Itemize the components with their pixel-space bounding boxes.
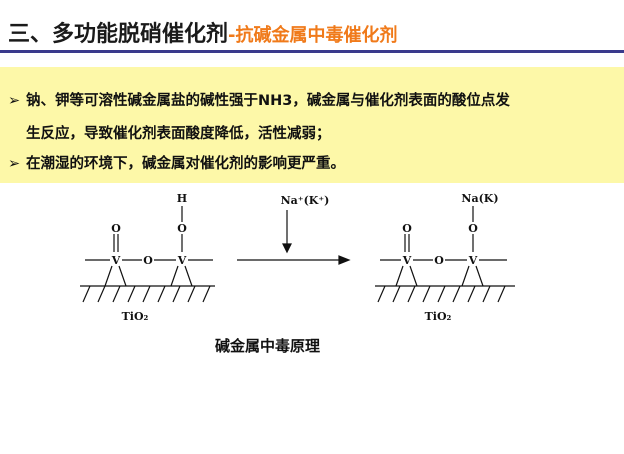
left-structure	[80, 206, 215, 303]
right-na-label: Na(K)	[461, 192, 498, 205]
right-o-top-label: O	[402, 222, 412, 235]
left-labels: H O O V O V TiO₂	[111, 192, 187, 323]
reaction-arrow	[237, 210, 351, 265]
right-structure	[375, 206, 515, 303]
bullet-text-1-cont: 生反应，导致催化剂表面酸度降低，活性减弱；	[26, 126, 331, 142]
title-divider	[0, 50, 624, 53]
bullet-box: ➢ 钠、钾等可溶性碱金属盐的碱性强于NH3，碱金属与催化剂表面的酸位点发 生反应，…	[0, 67, 624, 183]
right-o-ona-label: O	[468, 222, 478, 235]
right-v1-label: V	[402, 254, 412, 267]
left-h-label: H	[177, 192, 187, 205]
slide-title: 三、多功能脱硝催化剂-抗碱金属中毒催化剂	[8, 16, 398, 50]
left-v2-label: V	[177, 254, 187, 267]
right-support-label: TiO₂	[425, 310, 452, 323]
title-sub: -抗碱金属中毒催化剂	[228, 25, 398, 46]
left-v1-label: V	[111, 254, 121, 267]
right-o-bridge-label: O	[434, 254, 444, 267]
bullet-text-2: 在潮湿的环境下，碱金属对催化剂的影响更严重。	[26, 156, 345, 172]
bullet-item-1: ➢ 钠、钾等可溶性碱金属盐的碱性强于NH3，碱金属与催化剂表面的酸位点发	[8, 89, 510, 110]
left-support-label: TiO₂	[122, 310, 149, 323]
left-o-top-label: O	[111, 222, 121, 235]
bullet-arrow-icon: ➢	[8, 93, 21, 109]
bullet-text-1: 钠、钾等可溶性碱金属盐的碱性强于NH3，碱金属与催化剂表面的酸位点发	[26, 93, 510, 109]
left-o-oh-label: O	[177, 222, 187, 235]
right-labels: Na(K) O O V O V TiO₂	[402, 192, 499, 323]
left-o-bridge-label: O	[143, 254, 153, 267]
diagram-caption: 碱金属中毒原理	[215, 337, 321, 355]
right-v2-label: V	[468, 254, 478, 267]
reagent-label: Na⁺(K⁺)	[281, 194, 330, 207]
bullet-item-1-cont: 生反应，导致催化剂表面酸度降低，活性减弱；	[26, 122, 331, 143]
poisoning-diagram: H O O V O V TiO₂ Na⁺(K⁺)	[80, 192, 515, 323]
title-main: 三、多功能脱硝催化剂	[8, 22, 229, 47]
bullet-item-2: ➢ 在潮湿的环境下，碱金属对催化剂的影响更严重。	[8, 152, 345, 173]
bullet-arrow-icon: ➢	[8, 156, 21, 172]
